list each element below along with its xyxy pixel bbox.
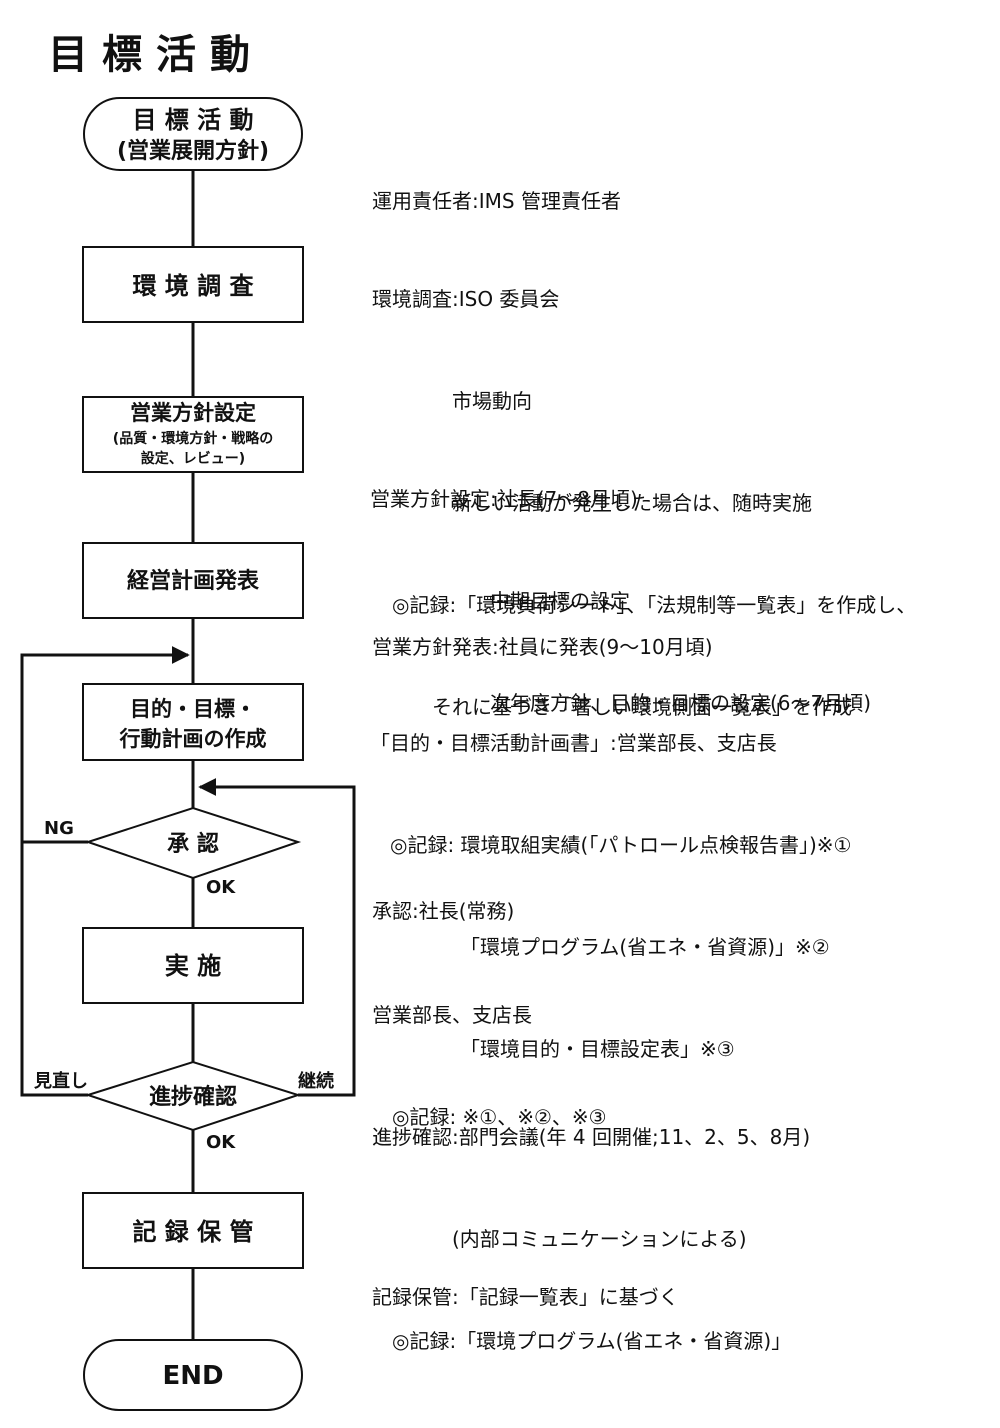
note-announce: 営業方針発表:社員に発表(9～10月頃) — [372, 562, 713, 698]
approve-label: 承 認 — [167, 831, 219, 857]
note-objectives-line-1: 「目的・目標活動計画書」:営業部長、支店長 — [370, 731, 777, 755]
note-objectives-line-4: 「環境目的・目標設定表」※③ — [370, 1037, 735, 1061]
note-policy: 営業方針設定:社長(7～8月頃) 中期目標の設定 次年度方針、目的・目標の設定(… — [370, 414, 871, 754]
policy-box — [82, 396, 304, 473]
ng-label: NG — [44, 818, 74, 839]
note-implement-line-1: 営業部長、支店長 — [372, 1003, 532, 1027]
start-terminal — [83, 97, 303, 171]
continue-label: 継続 — [298, 1070, 334, 1092]
note-survey-line-1: 環境調査:ISO 委員会 — [372, 287, 560, 311]
note-progress-line-3: ◎記録:「環境プログラム(省エネ・省資源)」 — [372, 1329, 792, 1353]
note-progress-line-1: 進捗確認:部門会議(年 4 回開催;11、2、5、8月) — [372, 1125, 811, 1149]
note-approve-line: 承認:社長(常務) — [372, 899, 515, 923]
note-records: 記録保管:「記録一覧表」に基づく — [372, 1212, 679, 1348]
note-progress-line-2: (内部コミュニケーションによる) — [372, 1227, 747, 1251]
page-title: 目標活動 — [48, 32, 264, 78]
approve-decision — [84, 806, 302, 880]
note-start: 運用責任者:IMS 管理責任者 — [372, 116, 621, 252]
end-label: END — [162, 1361, 223, 1391]
records-label: 記 録 保 管 — [132, 1218, 253, 1246]
note-objectives-line-2: ◎記録: 環境取組実績(「パトロール点検報告書」)※① — [370, 833, 852, 857]
note-implement-line-2: ◎記録: ※①、※②、※③ — [372, 1105, 607, 1129]
ok-label-progress: OK — [206, 1132, 236, 1153]
policy-line-1: 営業方針設定 — [130, 401, 256, 425]
start-line-2: (営業展開方針) — [117, 138, 269, 164]
implement-box — [82, 927, 304, 1004]
note-survey-line-2: 市場動向 — [372, 389, 532, 413]
note-objectives: 「目的・目標活動計画書」:営業部長、支店長 ◎記録: 環境取組実績(「パトロール… — [370, 658, 851, 1100]
ok-label-approve: OK — [206, 877, 236, 898]
progress-decision — [84, 1060, 302, 1132]
objectives-line-2: 行動計画の作成 — [119, 727, 267, 751]
start-line-1: 目 標 活 動 — [132, 106, 253, 134]
note-policy-line-2: 中期目標の設定 — [370, 589, 630, 613]
note-announce-line: 営業方針発表:社員に発表(9～10月頃) — [372, 635, 713, 659]
connectors — [20, 170, 356, 1340]
note-survey-line-5: それに基づき「著しい環境側面一覧表」を作成 — [372, 695, 852, 719]
policy-line-3: 設定、レビュー) — [141, 450, 245, 467]
note-policy-line-3: 次年度方針、目的・目標の設定(6～7月頃) — [370, 691, 872, 715]
survey-box — [82, 246, 304, 323]
note-survey-line-3: 新しい活動が発生した場合は、随時実施 — [372, 491, 812, 515]
end-terminal — [83, 1339, 303, 1411]
objectives-box — [82, 683, 304, 761]
note-survey: 環境調査:ISO 委員会 市場動向 新しい活動が発生した場合は、随時実施 ◎記録… — [372, 214, 916, 758]
records-box — [82, 1192, 304, 1269]
note-progress: 進捗確認:部門会議(年 4 回開催;11、2、5、8月) (内部コミュニケーショ… — [372, 1052, 810, 1392]
survey-label: 環 境 調 査 — [132, 272, 253, 300]
plan-announce-box — [82, 542, 304, 619]
policy-line-2: (品質・環境方針・戦略の — [113, 430, 273, 447]
note-implement: 営業部長、支店長 ◎記録: ※①、※②、※③ — [372, 930, 607, 1168]
review-label: 見直し — [33, 1070, 88, 1092]
note-objectives-line-3: 「環境プログラム(省エネ・省資源)」※② — [370, 935, 830, 959]
progress-label: 進捗確認 — [149, 1084, 237, 1110]
note-survey-line-4: ◎記録:「環境負荷シート」、「法規制等一覧表」を作成し、 — [372, 593, 917, 617]
note-records-line: 記録保管:「記録一覧表」に基づく — [372, 1285, 679, 1309]
note-approve: 承認:社長(常務) — [372, 826, 514, 962]
objectives-line-1: 目的・目標・ — [130, 697, 256, 721]
implement-label: 実 施 — [165, 952, 221, 980]
note-policy-line-1: 営業方針設定:社長(7～8月頃) — [370, 487, 638, 511]
plan-announce-label: 経営計画発表 — [127, 568, 260, 594]
note-start-line: 運用責任者:IMS 管理責任者 — [372, 189, 621, 213]
